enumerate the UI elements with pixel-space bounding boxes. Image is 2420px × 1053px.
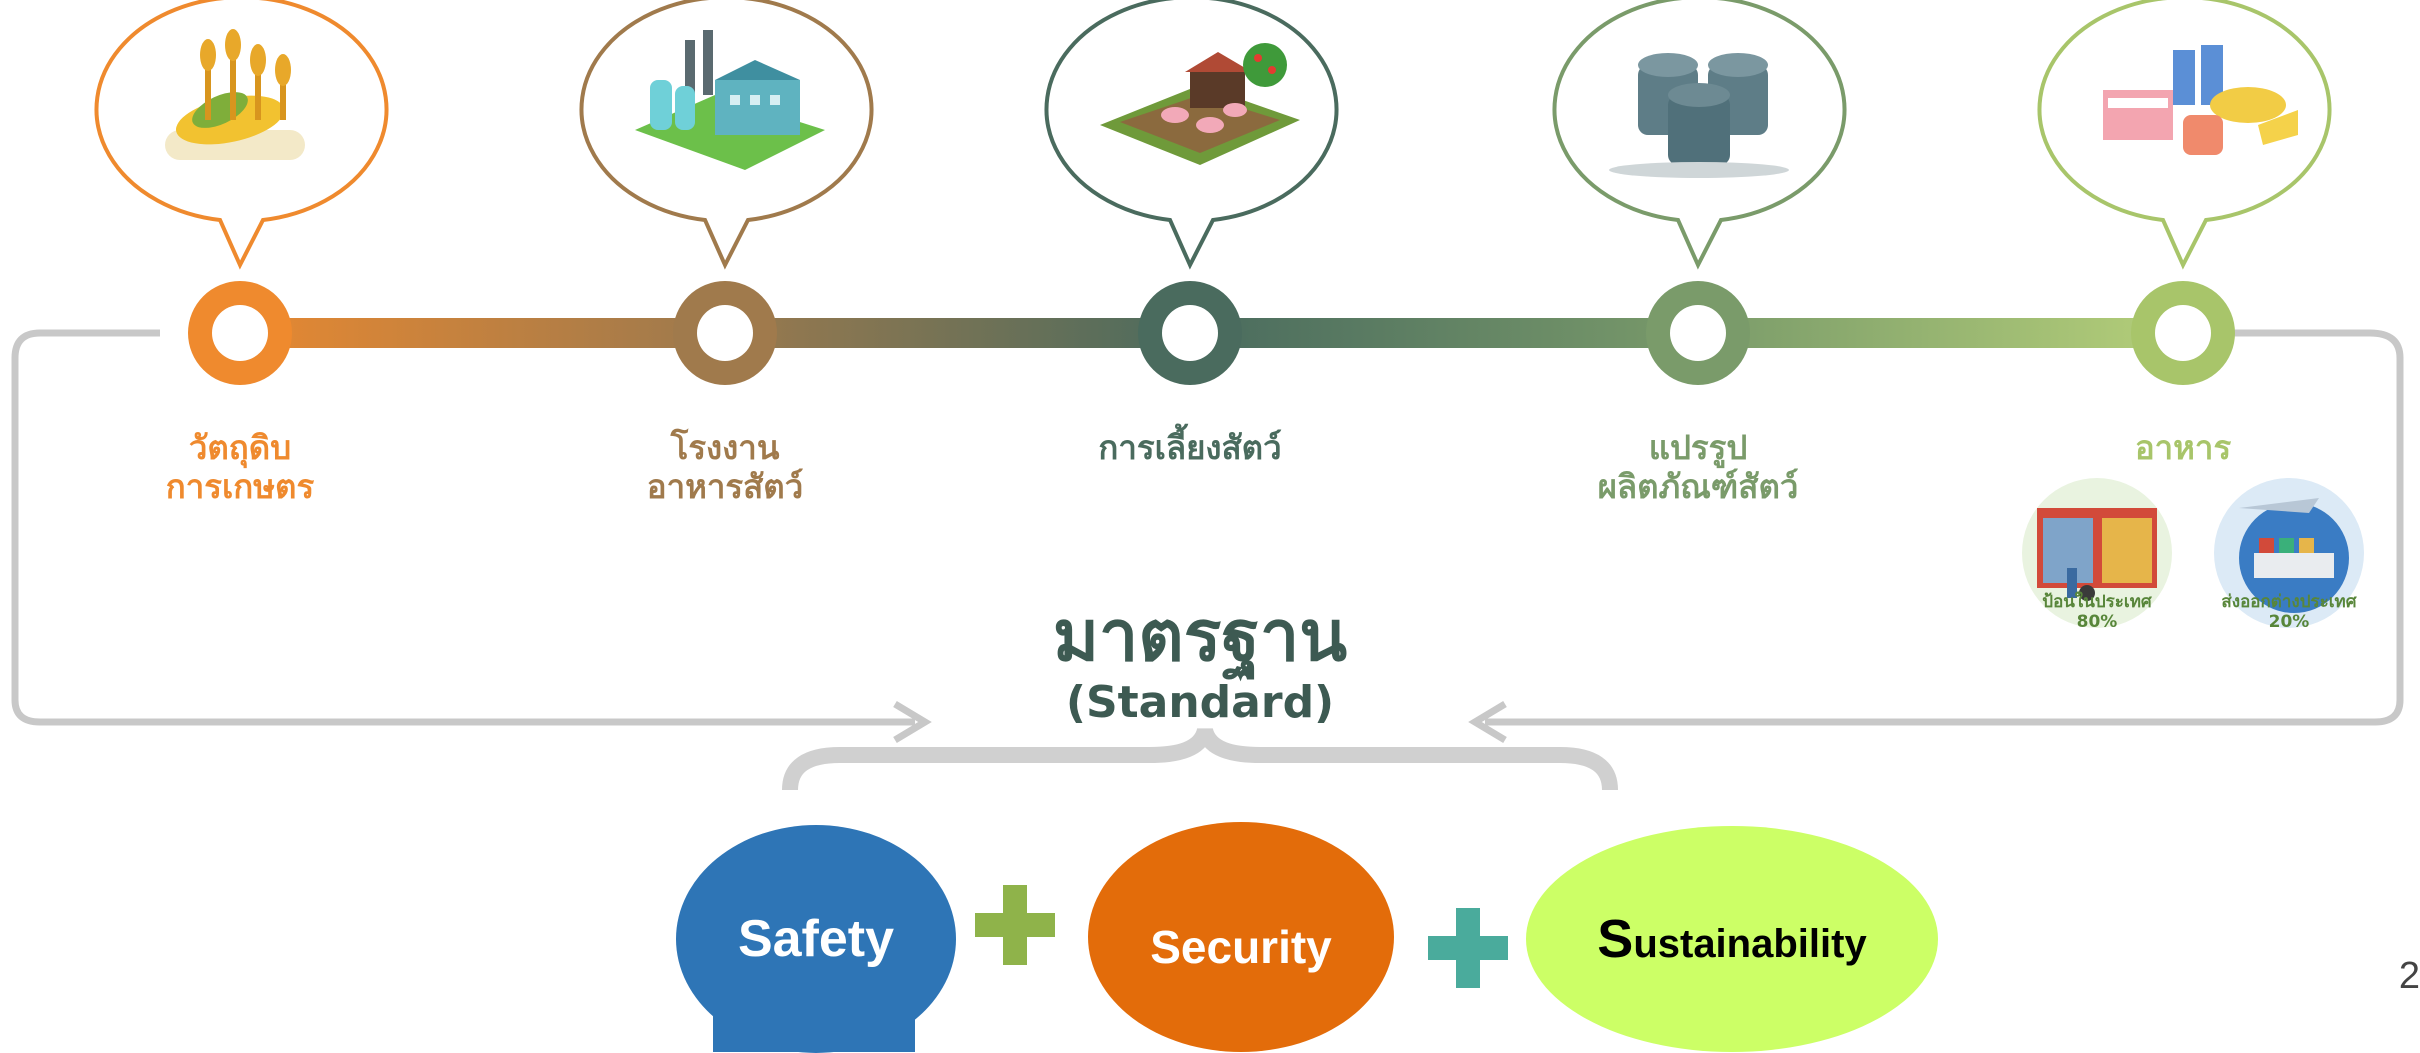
sustainability-rest: ustainability	[1633, 922, 1867, 966]
feed-factory-icon	[635, 30, 825, 170]
loop-connector-right	[1485, 329, 2404, 726]
stage-label: โรงงาน อาหารสัตว์	[646, 428, 804, 506]
stage-bubble	[1044, 0, 1339, 270]
stage-bubble	[94, 0, 389, 270]
export-globe-icon	[2214, 478, 2364, 628]
standard-title: มาตรฐาน	[1052, 595, 1348, 677]
loop-arrow-right	[1468, 700, 1507, 744]
loop-arrow-left	[893, 700, 932, 744]
stage-node	[1646, 281, 1750, 385]
page-number: 2	[2398, 955, 2420, 997]
stage-bubble	[2037, 0, 2332, 270]
safety-label: Safety	[737, 910, 895, 968]
sustainability-label: Sustainability	[1597, 908, 1866, 970]
plus-icon	[1428, 908, 1508, 988]
stage-node	[673, 281, 777, 385]
standard-brace	[782, 727, 1618, 791]
livestock-farm-icon	[1100, 43, 1300, 165]
safety-pillar-base	[713, 1015, 915, 1052]
distribution-label: ส่งออกต่างประเทศ 20%	[2221, 592, 2357, 632]
security-label: Security	[1150, 921, 1332, 973]
sustainability-pillar: Sustainability	[1526, 826, 1938, 1052]
stage-label: แปรรูป ผลิตภัณฑ์สัตว์	[1597, 428, 1799, 506]
sustainability-initial: S	[1597, 909, 1634, 969]
stage-label: อาหาร	[2134, 428, 2232, 467]
stage-bubble	[579, 0, 874, 270]
stage-node	[2131, 281, 2235, 385]
stage-label: วัตถุดิบ การเกษตร	[165, 428, 315, 506]
stage-node	[188, 281, 292, 385]
stage-bubble	[1552, 0, 1847, 270]
distribution-label: ป้อนในประเทศ 80%	[2042, 592, 2152, 632]
supermarket-icon	[2022, 478, 2172, 628]
security-pillar: Security	[1088, 822, 1394, 1052]
processing-tanks-icon	[1609, 53, 1789, 178]
corn-crop-icon	[165, 29, 305, 160]
standard-title-block: มาตรฐาน (Standard)	[940, 595, 1460, 729]
food-products-icon	[2103, 45, 2298, 155]
loop-connector-left	[11, 329, 915, 726]
plus-icon	[975, 885, 1055, 965]
stage-node	[1138, 281, 1242, 385]
stage-label: การเลี้ยงสัตว์	[1098, 428, 1282, 467]
standard-subtitle: (Standard)	[1065, 677, 1335, 728]
